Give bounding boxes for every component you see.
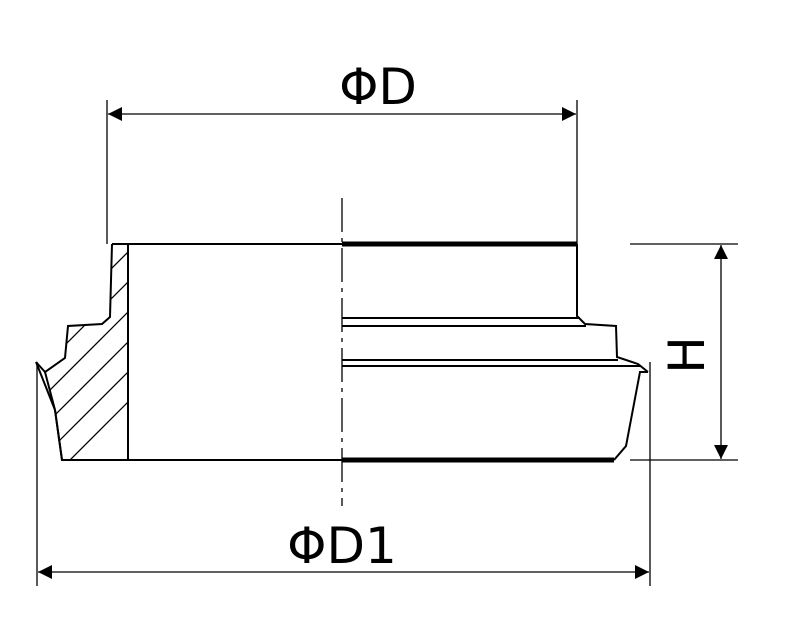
cross-section-left	[35, 243, 129, 461]
dimension-h: H	[630, 243, 738, 461]
dimension-phi-d: ΦD	[106, 58, 578, 244]
dimension-label-phi-d1: ΦD1	[287, 517, 397, 575]
left-flange-edge	[35, 361, 63, 461]
dimension-phi-d1: ΦD1	[36, 362, 651, 586]
hatch-pattern	[45, 244, 128, 460]
right-flange	[613, 371, 648, 461]
right-profile	[576, 244, 649, 373]
dimension-label-phi-d: ΦD	[339, 58, 417, 116]
external-view-right	[342, 241, 640, 463]
dimension-label-h: H	[658, 336, 716, 374]
